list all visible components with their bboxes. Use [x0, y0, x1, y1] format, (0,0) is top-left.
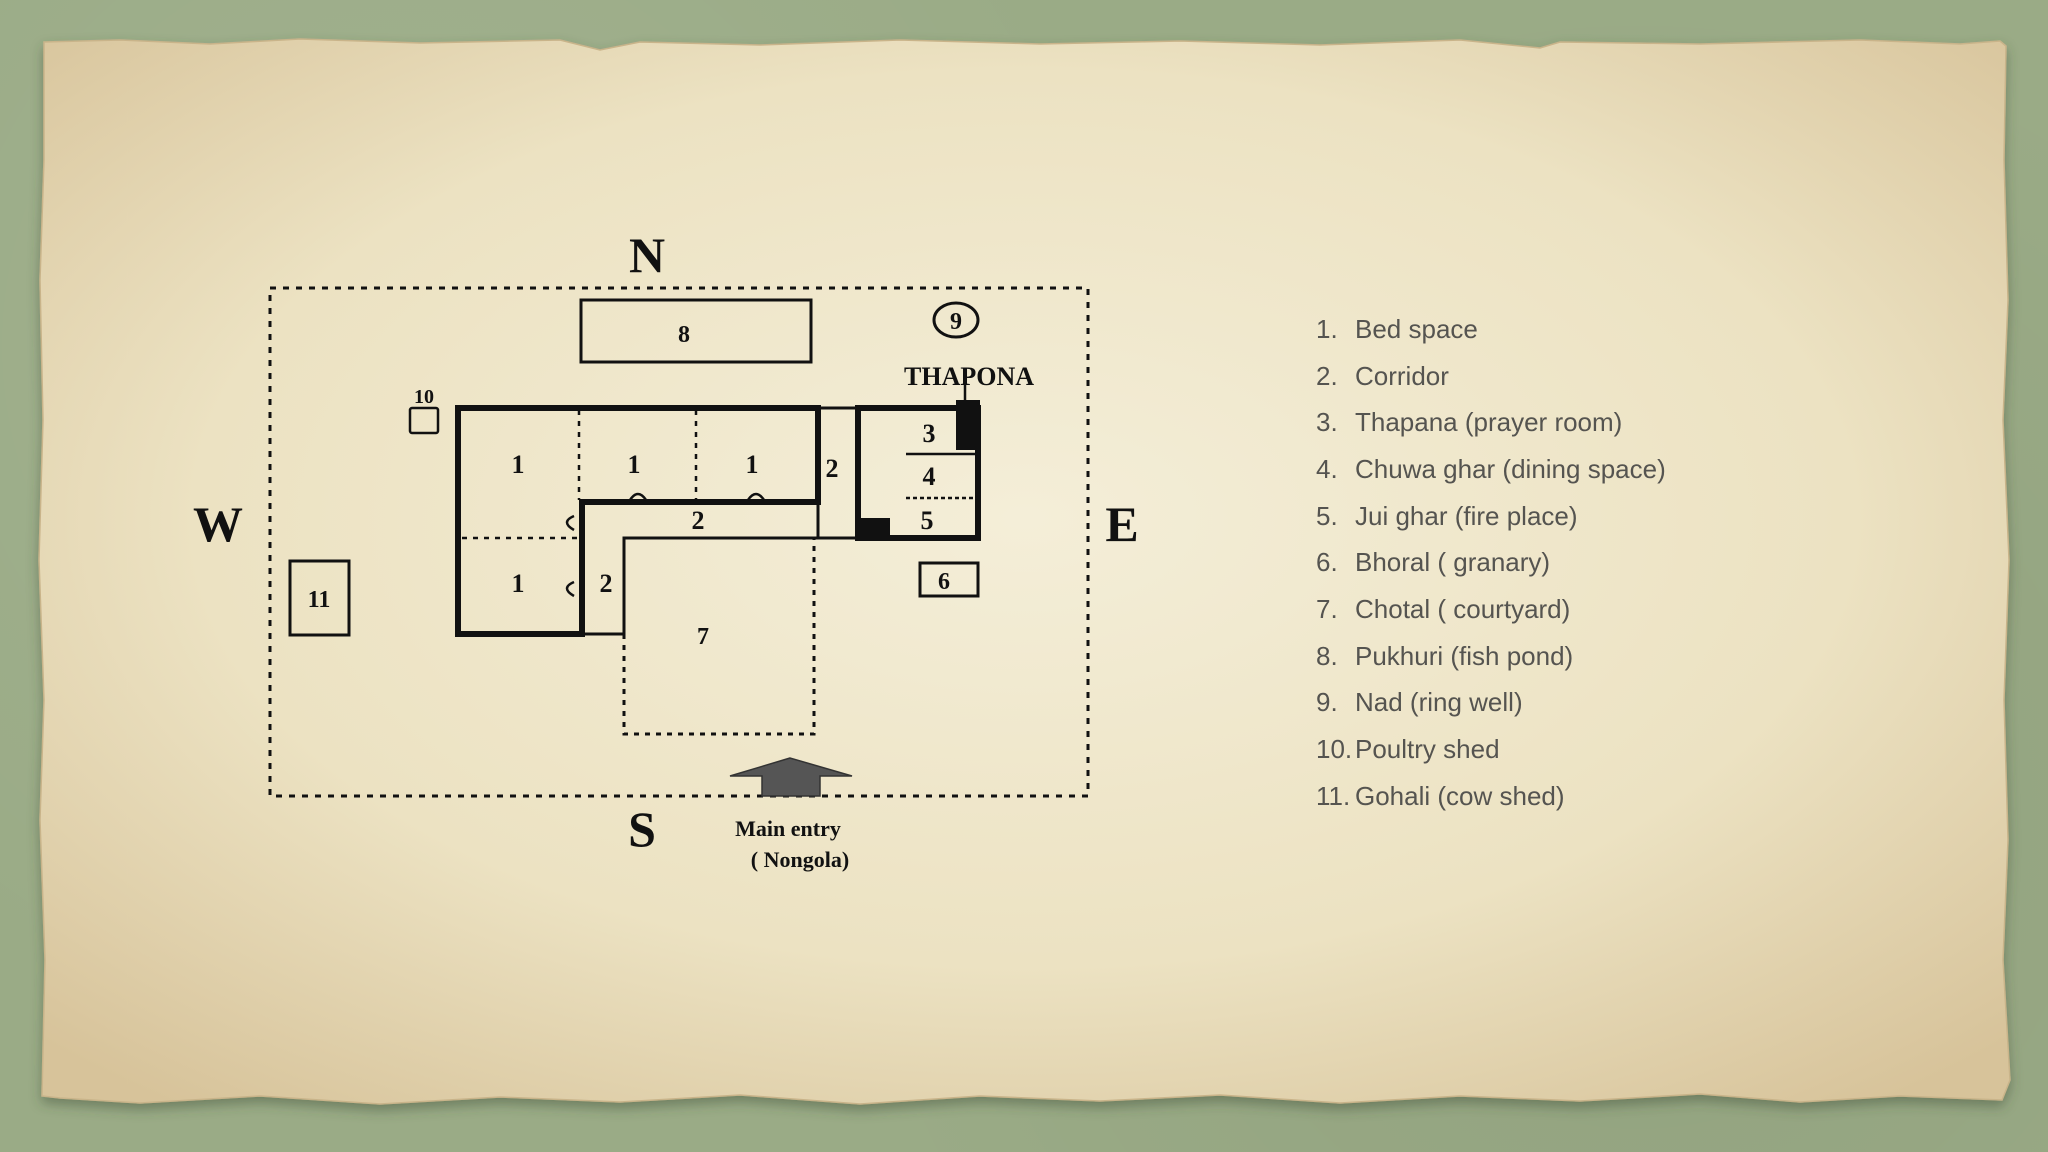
- legend-item: 10.Poultry shed: [1316, 726, 1666, 773]
- legend-item: 9. Nad (ring well): [1316, 680, 1666, 727]
- legend-item: 7. Chotal ( courtyard): [1316, 586, 1666, 633]
- legend-item: 2. Corridor: [1316, 353, 1666, 400]
- thapona-label: THAPONA: [904, 362, 1034, 391]
- legend-label: Pukhuri (fish pond): [1355, 640, 1574, 671]
- legend-number: 3.: [1316, 407, 1338, 438]
- legend-number: 8.: [1316, 640, 1338, 671]
- legend-label: Bed space: [1355, 313, 1478, 344]
- pukhuri-number: 8: [678, 322, 690, 348]
- parchment-paper: [38, 38, 2011, 1105]
- legend-label: Jui ghar (fire place): [1355, 500, 1578, 531]
- chotal-number: 7: [697, 624, 709, 650]
- site-boundary: [268, 286, 1090, 798]
- legend-label: Corridor: [1355, 360, 1449, 391]
- legend-number: 6.: [1316, 547, 1338, 578]
- legend-number: 1.: [1316, 313, 1338, 344]
- corridor-number: 2: [600, 569, 613, 598]
- legend-label: Poultry shed: [1355, 734, 1500, 765]
- bed-space-number: 1: [746, 450, 759, 479]
- legend-item: 6. Bhoral ( granary): [1316, 539, 1666, 586]
- corridor-number: 2: [826, 454, 839, 483]
- thapana-number: 3: [923, 419, 936, 448]
- thapana-altar: [956, 400, 980, 450]
- legend-label: Gohali (cow shed): [1355, 780, 1565, 811]
- legend-number: 7.: [1316, 593, 1338, 624]
- legend-list: 1. Bed space 2. Corridor 3. Thapana (prayer…: [1316, 306, 1666, 820]
- poultry-shed: [408, 406, 440, 435]
- legend-item: 5. Jui ghar (fire place): [1316, 493, 1666, 540]
- legend-label: Chuwa ghar (dining space): [1355, 453, 1666, 484]
- legend-number: 2.: [1316, 360, 1338, 391]
- main-entry-arrow: [729, 757, 853, 797]
- legend-number: 5.: [1316, 500, 1338, 531]
- poultry-number: 10: [414, 386, 434, 408]
- door-swing: [565, 514, 575, 532]
- gohali-cow-shed: [288, 559, 351, 637]
- gohali-number: 11: [308, 587, 331, 613]
- bed-space-number: 1: [628, 450, 641, 479]
- main-entry-label: Main entry: [735, 816, 841, 841]
- corridor-number: 2: [692, 506, 705, 535]
- compass-west: W: [193, 496, 243, 552]
- jui-ghar-number: 5: [921, 506, 934, 535]
- legend-item: 11.Gohali (cow shed): [1316, 773, 1666, 820]
- nad-number: 9: [950, 309, 962, 335]
- legend-label: Nad (ring well): [1355, 687, 1523, 718]
- legend-label: Chotal ( courtyard): [1355, 593, 1571, 624]
- compass-east: E: [1105, 496, 1138, 552]
- compass-north: N: [629, 227, 665, 283]
- legend-label: Thapana (prayer room): [1355, 407, 1623, 438]
- chuwa-ghar-number: 4: [923, 462, 936, 491]
- compass-south: S: [628, 801, 656, 857]
- kitchen-block: [855, 405, 981, 541]
- bhoral-number: 6: [938, 569, 950, 595]
- bed-space-number: 1: [512, 569, 525, 598]
- legend-item: 1. Bed space: [1316, 306, 1666, 353]
- legend-number: 10.: [1316, 734, 1353, 765]
- legend-item: 4. Chuwa ghar (dining space): [1316, 446, 1666, 493]
- chotal-courtyard: [622, 536, 816, 736]
- legend-item: 8. Pukhuri (fish pond): [1316, 633, 1666, 680]
- nad-ring-well: [932, 301, 980, 339]
- main-entry-sublabel: ( Nongola): [751, 847, 849, 872]
- corridor-wall: [582, 536, 818, 636]
- door-swing: [746, 492, 766, 501]
- legend-number: 4.: [1316, 453, 1338, 484]
- jui-ghar-hearth: [858, 518, 890, 538]
- bhoral-granary: [918, 561, 980, 598]
- door-swing: [628, 492, 648, 501]
- bed-space-number: 1: [512, 450, 525, 479]
- legend-number: 11.: [1316, 780, 1351, 811]
- legend-number: 9.: [1316, 687, 1338, 718]
- legend-item: 3. Thapana (prayer room): [1316, 399, 1666, 446]
- pukhuri-fish-pond: [579, 298, 813, 364]
- legend-label: Bhoral ( granary): [1355, 547, 1551, 578]
- door-swing: [565, 580, 575, 598]
